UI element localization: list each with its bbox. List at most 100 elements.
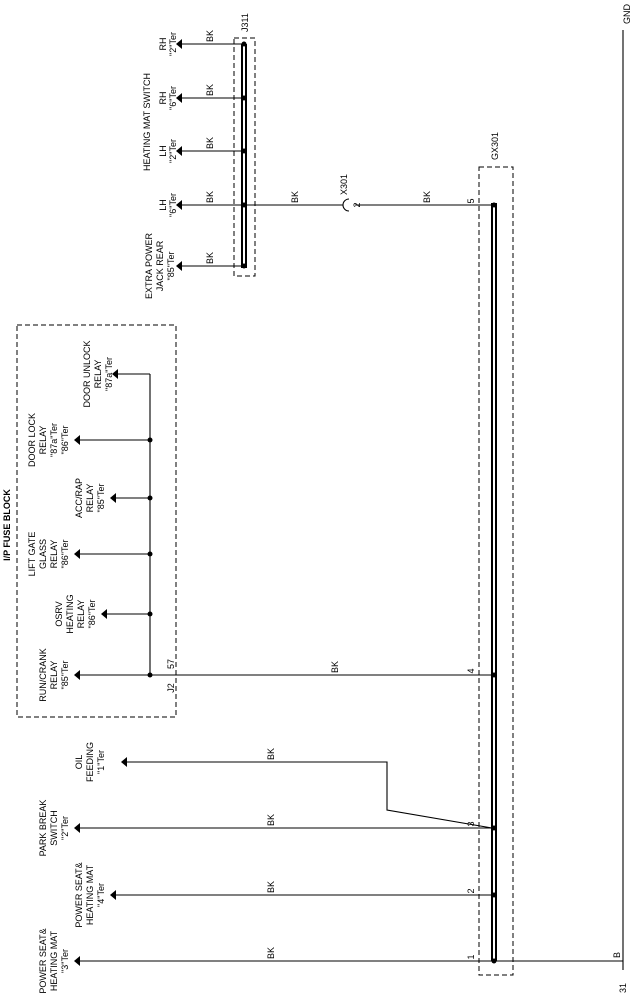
lift-gate-line3: RELAY	[49, 540, 59, 569]
relay-door-lock: DOOR LOCK RELAY "87a"Ter "86"Ter	[27, 413, 153, 467]
door-unlock-terminal	[112, 369, 118, 379]
relay-acc-rap: ACC/RAP RELAY "85"Ter	[74, 478, 153, 518]
door-unlock-line3: "87a"Ter	[104, 357, 114, 391]
gx301-pin-4-junction	[491, 672, 497, 678]
rh6-wire-color: BK	[205, 84, 215, 96]
lift-gate-line1: LIFT GATE	[27, 532, 37, 577]
rh2-wire-color: BK	[205, 30, 215, 42]
extra-power-label-line1: EXTRA POWER	[144, 232, 154, 299]
oil-feeding-line1: OIL	[74, 755, 84, 770]
gx301-pin-5-junction	[491, 202, 497, 208]
oil-feeding-wire-color: BK	[266, 748, 276, 760]
ground-bus: GND B 31	[496, 4, 632, 993]
rh6-junction	[241, 95, 247, 101]
lift-gate-line2: GLASS	[38, 539, 48, 569]
relay-osrv-heating: OSRV HEATING RELAY "86"Ter	[54, 594, 153, 634]
park-break-terminal	[74, 823, 80, 833]
gx301-splice: GX301	[478, 132, 514, 976]
power-seat3-terminal	[74, 956, 80, 966]
oil-feeding-terminal	[121, 757, 127, 767]
lh6-wire-color: BK	[205, 191, 215, 203]
door-lock-line4: "86"Ter	[60, 426, 70, 455]
power-seat4-terminal	[110, 890, 116, 900]
fuse-block-connector-label: J2	[166, 683, 176, 693]
gx301-pin-4-label: 4	[466, 668, 476, 673]
heating-mat-switch: HEATING MAT SWITCH RH "2"Ter BK RH "6"Te…	[142, 30, 247, 217]
rh6-terminal	[176, 93, 182, 103]
power-seat3-line3: "3"Ter	[60, 949, 70, 973]
gx301-pin-2-junction	[491, 892, 497, 898]
heating-switch-lh-6ter: LH "6"Ter BK	[158, 191, 247, 217]
x301-gx301-wire-color: BK	[422, 191, 432, 203]
lift-gate-terminal	[74, 549, 80, 559]
extra-power-wire-color: BK	[205, 252, 215, 264]
gx301-pin-3-junction	[491, 825, 497, 831]
ground-label: GND	[622, 4, 632, 25]
j311-box	[233, 37, 256, 277]
gx301-label: GX301	[490, 132, 500, 160]
gx301-pin-3-label: 3	[466, 821, 476, 826]
ground-ref-label: 31	[618, 983, 628, 993]
relay-run-crank: RUN/CRANK RELAY "85"Ter	[38, 648, 153, 702]
rh6-label-line1: RH	[158, 92, 168, 105]
oil-feeding: OIL FEEDING "1"Ter BK	[74, 742, 493, 829]
fuse-block-to-gx301: BK 4	[150, 661, 497, 678]
rh2-label-line2: "2"Ter	[168, 32, 178, 56]
run-crank-line1: RUN/CRANK	[38, 648, 48, 702]
heating-switch-rh-2ter: RH "2"Ter BK	[158, 30, 247, 56]
rh2-junction	[241, 41, 247, 47]
fuse-block-gx301-wire-color: BK	[330, 661, 340, 673]
j311-to-gx301-run: BK X301 2 BK 5	[246, 174, 497, 212]
extra-power-label-line3: "85"Ter	[166, 252, 176, 281]
oil-feeding-line3: "1"Ter	[96, 750, 106, 774]
gx301-pin-5-label: 5	[466, 198, 476, 203]
park-break-switch: PARK BREAK SWITCH "2"Ter BK 3	[38, 800, 497, 857]
rh2-label-line1: RH	[158, 38, 168, 51]
fuse-block-title: I/P FUSE BLOCK	[2, 489, 12, 561]
lh6-terminal	[176, 200, 182, 210]
relay-door-unlock: DOOR UNLOCK RELAY "87a"Ter	[82, 340, 150, 408]
heating-mat-switch-title: HEATING MAT SWITCH	[142, 73, 152, 171]
power-seat4-wire-color: BK	[266, 881, 276, 893]
door-lock-line3: "87a"Ter	[49, 423, 59, 457]
acc-rap-terminal	[110, 493, 116, 503]
fuse-block-pin-label: 57	[166, 659, 176, 669]
power-seat3-line2: HEATING MAT	[49, 930, 59, 991]
lh2-junction	[241, 148, 247, 154]
lift-gate-line4: "86"Ter	[60, 540, 70, 569]
gx301-pin-1-label: 1	[466, 954, 476, 959]
oil-feeding-wire	[127, 761, 493, 829]
gx301-pin-1-junction	[491, 958, 497, 964]
lh2-label-line1: LH	[158, 145, 168, 157]
osrv-line1: OSRV	[54, 601, 64, 626]
j311-label: J311	[240, 13, 250, 32]
osrv-junction	[147, 611, 153, 617]
lift-gate-junction	[147, 551, 153, 557]
rh2-terminal	[176, 39, 182, 49]
park-break-line1: PARK BREAK	[38, 800, 48, 857]
door-lock-junction	[147, 437, 153, 443]
osrv-line3: RELAY	[76, 600, 86, 629]
door-unlock-line1: DOOR UNLOCK	[82, 340, 92, 407]
power-seat3-wire-color: BK	[266, 947, 276, 959]
j311-splice: J311	[233, 13, 256, 277]
lh6-label-line1: LH	[158, 199, 168, 211]
extra-power-terminal	[176, 261, 182, 271]
power-seat4-line2: HEATING MAT	[85, 864, 95, 925]
run-crank-terminal	[74, 670, 80, 680]
j311-x301-wire-color: BK	[290, 191, 300, 203]
power-seat3-line1: POWER SEAT&	[38, 928, 48, 993]
door-lock-line1: DOOR LOCK	[27, 413, 37, 467]
acc-rap-line3: "85"Ter	[96, 484, 106, 513]
park-break-wire-color: BK	[266, 814, 276, 826]
park-break-line2: SWITCH	[49, 810, 59, 846]
lh2-wire-color: BK	[205, 137, 215, 149]
gx301-pin-2-label: 2	[466, 888, 476, 893]
gx301-box	[478, 166, 514, 976]
lh6-junction	[241, 202, 247, 208]
lh2-terminal	[176, 146, 182, 156]
extra-power-label-line2: JACK REAR	[155, 240, 165, 291]
heating-switch-lh-2ter: LH "2"Ter BK	[158, 137, 247, 163]
power-seat4-line1: POWER SEAT&	[74, 862, 84, 927]
